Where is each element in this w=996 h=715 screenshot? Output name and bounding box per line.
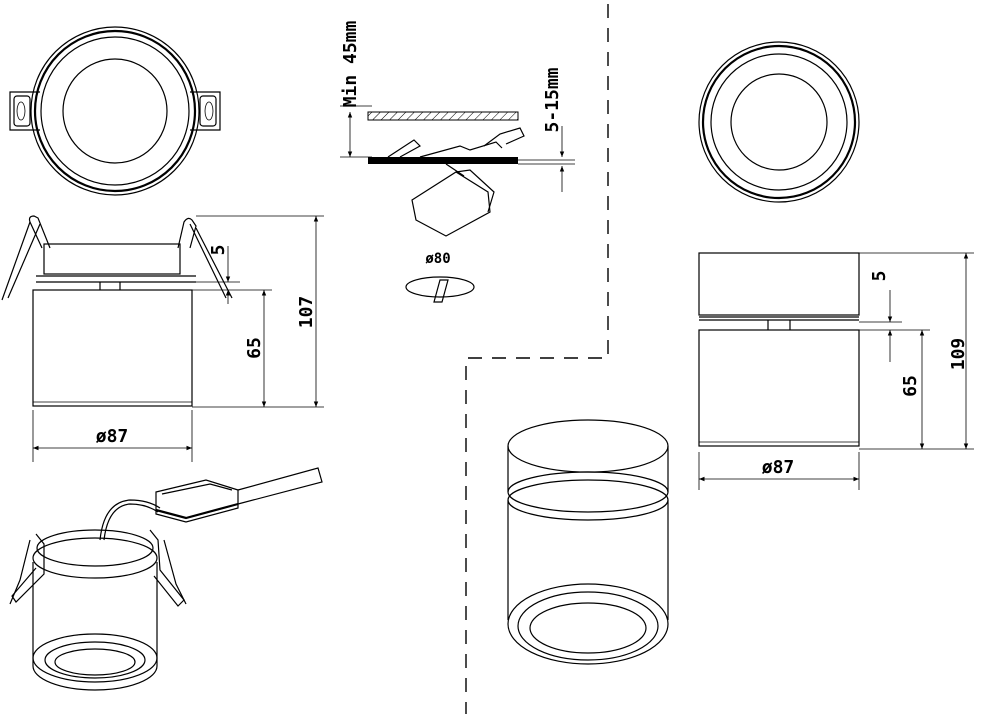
installation-detail: Min 45mm 5-15mm ø80 — [340, 20, 575, 303]
recessed-top-view — [9, 26, 221, 196]
surface-perspective-view — [507, 419, 669, 665]
surface-diameter-label: ø87 — [762, 457, 795, 478]
section-divider — [465, 4, 609, 714]
cutout-diameter-label: ø80 — [425, 251, 450, 267]
recessed-rim-height-label: 5 — [208, 245, 229, 256]
recessed-body-height-label: 65 — [244, 337, 265, 359]
ceiling-clearance-label: Min 45mm — [340, 20, 361, 107]
recessed-diameter-label: ø87 — [96, 426, 129, 447]
surface-height-total-label: 109 — [948, 338, 969, 371]
surface-body-height-label: 65 — [900, 375, 921, 397]
surface-top-view — [698, 41, 860, 203]
recessed-perspective-view — [9, 467, 323, 691]
ceiling-thickness-label: 5-15mm — [542, 67, 563, 132]
surface-side-view: 109 65 5 ø87 — [698, 252, 974, 490]
recessed-height-total-label: 107 — [296, 296, 317, 329]
surface-rim-height-label: 5 — [869, 271, 890, 282]
recessed-side-view: 107 65 5 ø87 — [1, 215, 324, 462]
